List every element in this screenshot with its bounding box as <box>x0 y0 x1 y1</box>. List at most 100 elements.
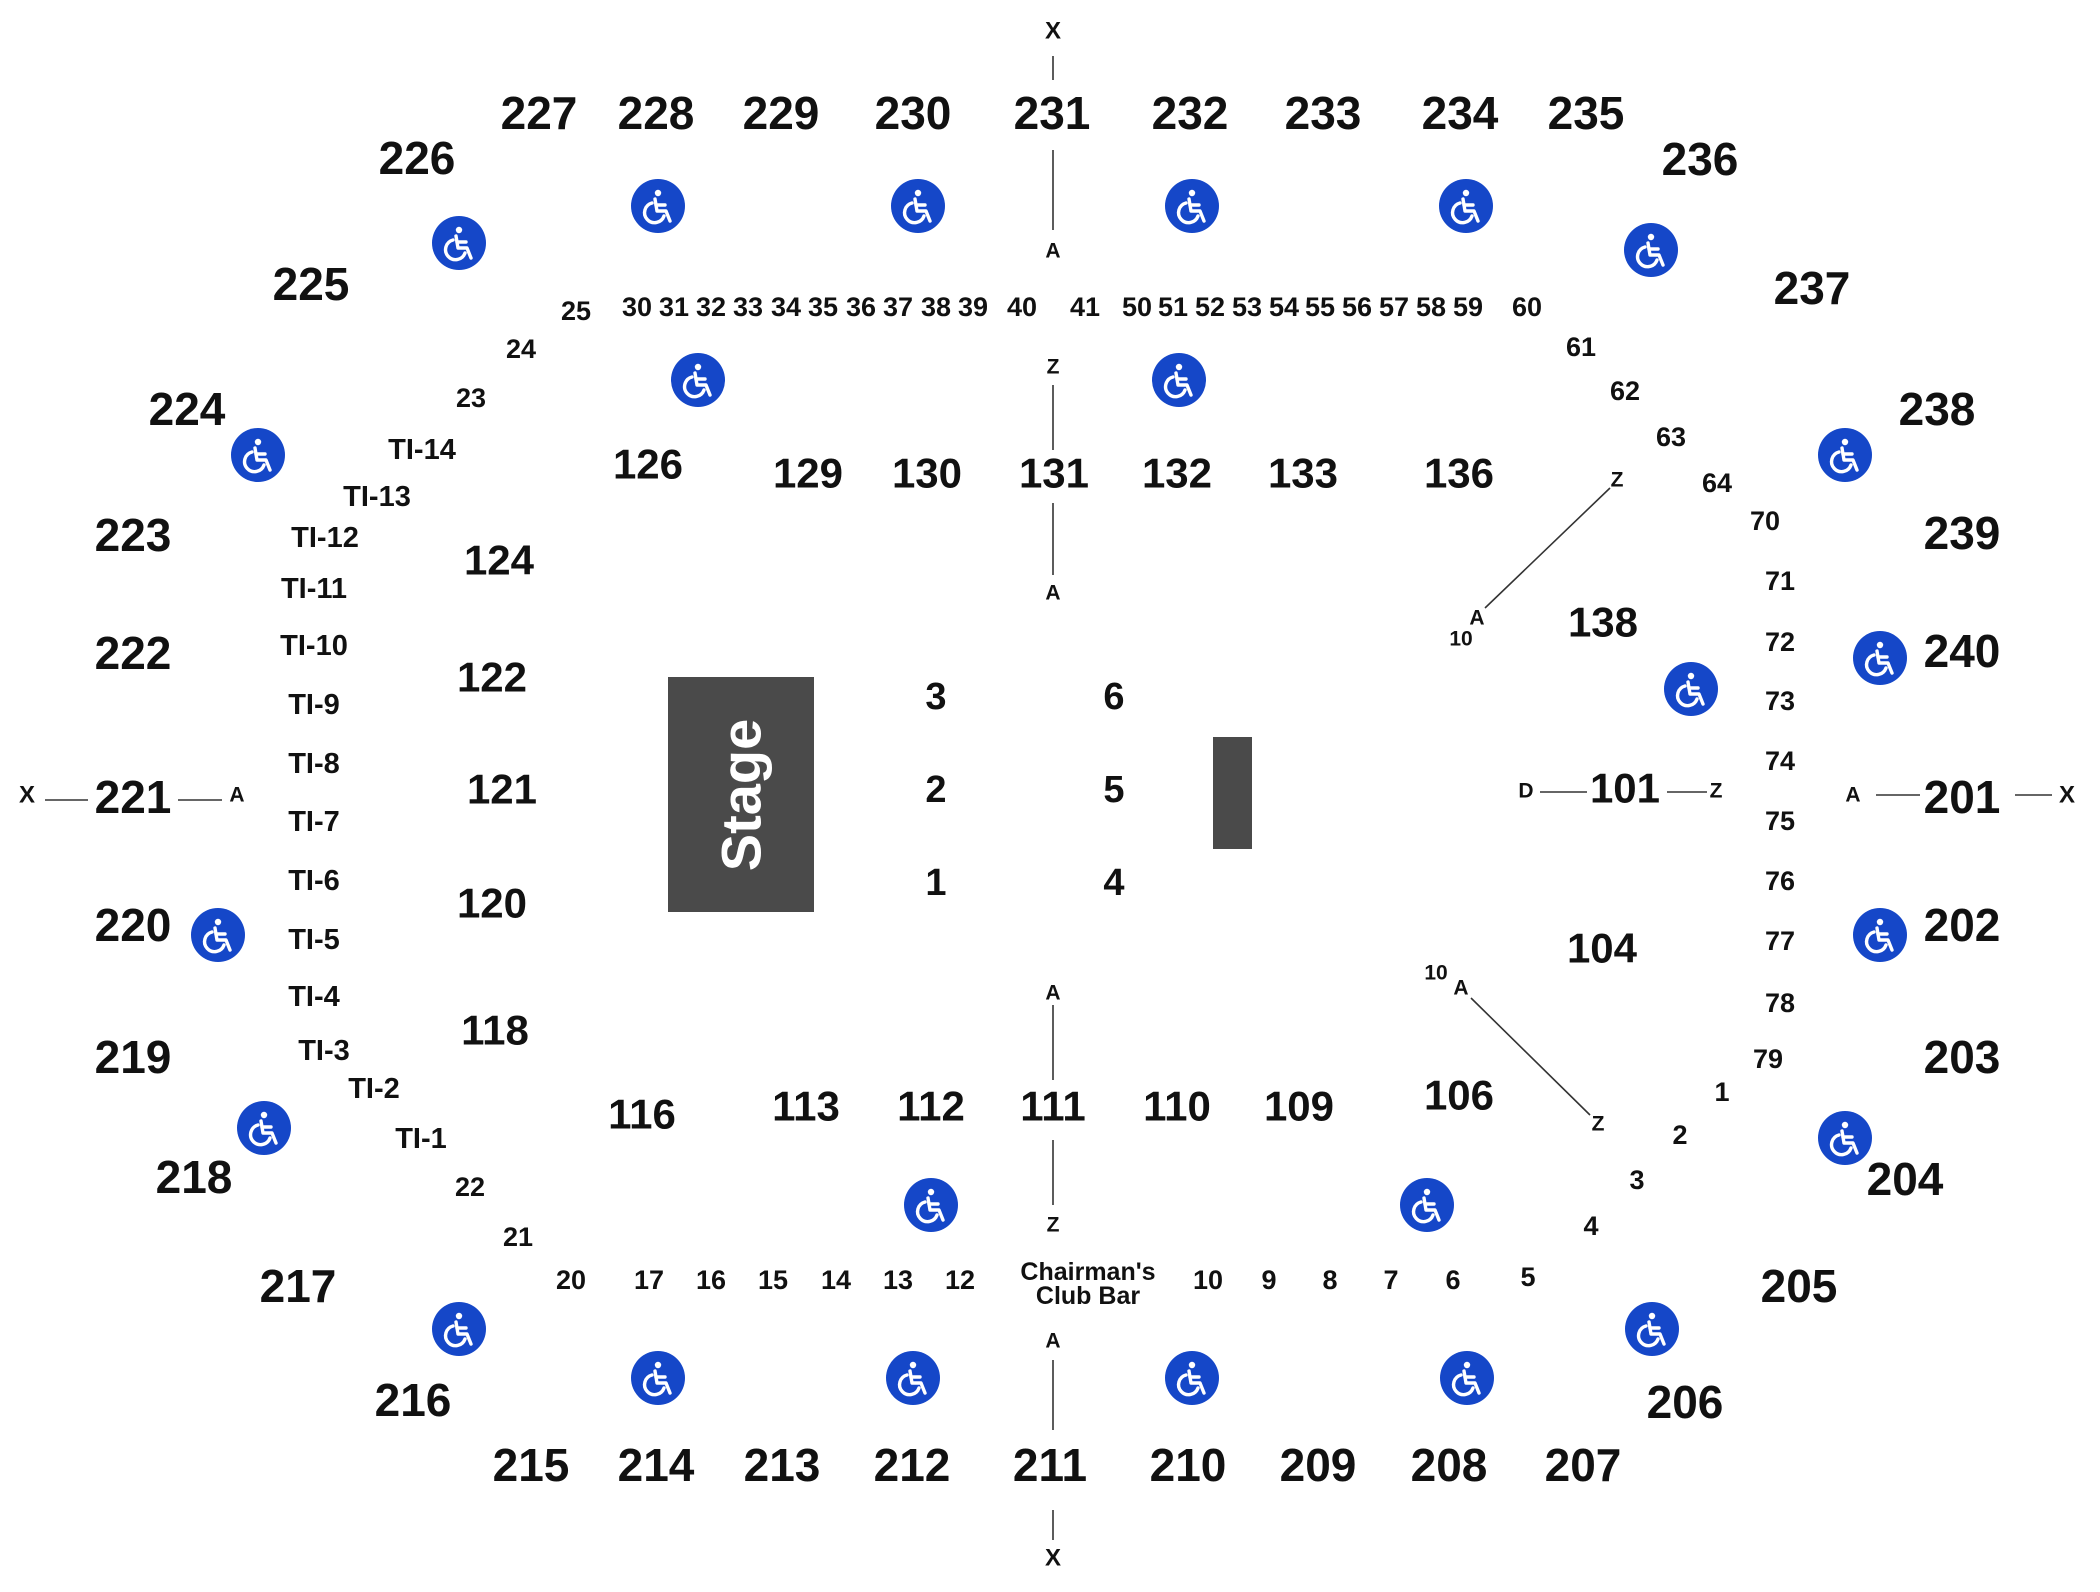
row-56: 56 <box>1342 292 1372 322</box>
section-231[interactable]: 231 <box>1014 87 1091 139</box>
section-207[interactable]: 207 <box>1545 1439 1622 1491</box>
section-219[interactable]: 219 <box>95 1031 172 1083</box>
row-1: 1 <box>1714 1077 1729 1107</box>
row-6: 6 <box>1445 1265 1460 1295</box>
row-21: 21 <box>503 1222 533 1252</box>
row-31: 31 <box>659 292 689 322</box>
section-122[interactable]: 122 <box>457 654 527 701</box>
section-238[interactable]: 238 <box>1899 383 1976 435</box>
section-129[interactable]: 129 <box>773 450 843 497</box>
axis-marker-mid-top-a: A <box>1045 582 1060 605</box>
section-208[interactable]: 208 <box>1411 1439 1488 1491</box>
row-37: 37 <box>883 292 913 322</box>
floor-section-2[interactable]: 2 <box>925 769 946 811</box>
section-209[interactable]: 209 <box>1280 1439 1357 1491</box>
section-221[interactable]: 221 <box>95 771 172 823</box>
row-40: 40 <box>1007 292 1037 322</box>
row-57: 57 <box>1379 292 1409 322</box>
section-237[interactable]: 237 <box>1774 262 1851 314</box>
section-101[interactable]: 101 <box>1590 765 1660 812</box>
section-232[interactable]: 232 <box>1152 87 1229 139</box>
section-205[interactable]: 205 <box>1761 1260 1838 1312</box>
section-230[interactable]: 230 <box>875 87 952 139</box>
floor-section-5[interactable]: 5 <box>1103 769 1124 811</box>
section-206[interactable]: 206 <box>1647 1376 1724 1428</box>
wheelchair-accessible-icon <box>229 426 287 484</box>
section-104[interactable]: 104 <box>1567 925 1638 972</box>
section-220[interactable]: 220 <box>95 899 172 951</box>
section-224[interactable]: 224 <box>149 383 226 435</box>
club-bar-label-line1: Chairman's <box>1020 1258 1155 1286</box>
section-138[interactable]: 138 <box>1568 599 1638 646</box>
section-131[interactable]: 131 <box>1019 450 1089 497</box>
section-240[interactable]: 240 <box>1924 625 2001 677</box>
section-130[interactable]: 130 <box>892 450 962 497</box>
wheelchair-accessible-icon <box>1163 177 1221 235</box>
section-216[interactable]: 216 <box>375 1374 452 1426</box>
table-row-TI-9: TI-9 <box>288 689 340 721</box>
floor-section-1[interactable]: 1 <box>925 862 946 904</box>
section-226[interactable]: 226 <box>379 132 456 184</box>
floor-section-3[interactable]: 3 <box>925 676 946 718</box>
section-236[interactable]: 236 <box>1662 133 1739 185</box>
section-222[interactable]: 222 <box>95 627 172 679</box>
section-213[interactable]: 213 <box>744 1439 821 1491</box>
section-136[interactable]: 136 <box>1424 450 1494 497</box>
row-41: 41 <box>1070 292 1100 322</box>
section-201[interactable]: 201 <box>1924 771 2001 823</box>
table-row-TI-12: TI-12 <box>291 522 359 554</box>
section-110[interactable]: 110 <box>1143 1083 1211 1130</box>
section-223[interactable]: 223 <box>95 509 172 561</box>
section-132[interactable]: 132 <box>1142 450 1212 497</box>
section-109[interactable]: 109 <box>1264 1083 1334 1130</box>
section-203[interactable]: 203 <box>1924 1031 2001 1083</box>
wheelchair-accessible-icon <box>1816 1109 1874 1167</box>
section-239[interactable]: 239 <box>1924 507 2001 559</box>
section-106[interactable]: 106 <box>1424 1072 1494 1119</box>
row-72: 72 <box>1765 627 1795 657</box>
row-34: 34 <box>771 292 801 322</box>
row-16: 16 <box>696 1265 726 1295</box>
row-74: 74 <box>1765 746 1795 776</box>
section-204[interactable]: 204 <box>1867 1153 1944 1205</box>
section-235[interactable]: 235 <box>1548 87 1625 139</box>
section-113[interactable]: 113 <box>772 1083 840 1130</box>
floor-section-6[interactable]: 6 <box>1103 676 1124 718</box>
row-58: 58 <box>1416 292 1446 322</box>
floor-section-4[interactable]: 4 <box>1103 862 1124 904</box>
section-234[interactable]: 234 <box>1422 87 1499 139</box>
section-133[interactable]: 133 <box>1268 450 1338 497</box>
section-120[interactable]: 120 <box>457 880 527 927</box>
section-233[interactable]: 233 <box>1285 87 1362 139</box>
section-118[interactable]: 118 <box>461 1007 529 1054</box>
axis-marker-bottom-x: X <box>1045 1545 1061 1572</box>
section-227[interactable]: 227 <box>501 87 578 139</box>
section-211[interactable]: 211 <box>1013 1439 1087 1491</box>
wheelchair-accessible-icon <box>1437 177 1495 235</box>
row-22: 22 <box>455 1172 485 1202</box>
section-126[interactable]: 126 <box>613 441 683 488</box>
section-202[interactable]: 202 <box>1924 899 2001 951</box>
section-215[interactable]: 215 <box>493 1439 570 1491</box>
section-225[interactable]: 225 <box>273 258 350 310</box>
section-210[interactable]: 210 <box>1150 1439 1227 1491</box>
section-112[interactable]: 112 <box>897 1083 965 1130</box>
wheelchair-accessible-icon <box>1816 426 1874 484</box>
stage[interactable] <box>668 677 814 912</box>
section-228[interactable]: 228 <box>618 87 695 139</box>
section-124[interactable]: 124 <box>464 537 535 584</box>
section-212[interactable]: 212 <box>874 1439 951 1491</box>
axis-marker-right-a: A <box>1845 784 1860 807</box>
section-229[interactable]: 229 <box>743 87 820 139</box>
wheelchair-accessible-icon <box>1398 1176 1456 1234</box>
section-121[interactable]: 121 <box>467 766 537 813</box>
section-218[interactable]: 218 <box>156 1151 233 1203</box>
section-214[interactable]: 214 <box>618 1439 695 1491</box>
section-111[interactable]: 111 <box>1020 1083 1085 1130</box>
axis-marker-diag-bot-10: 10 <box>1424 962 1447 985</box>
section-116[interactable]: 116 <box>608 1091 676 1138</box>
section-217[interactable]: 217 <box>260 1260 337 1312</box>
